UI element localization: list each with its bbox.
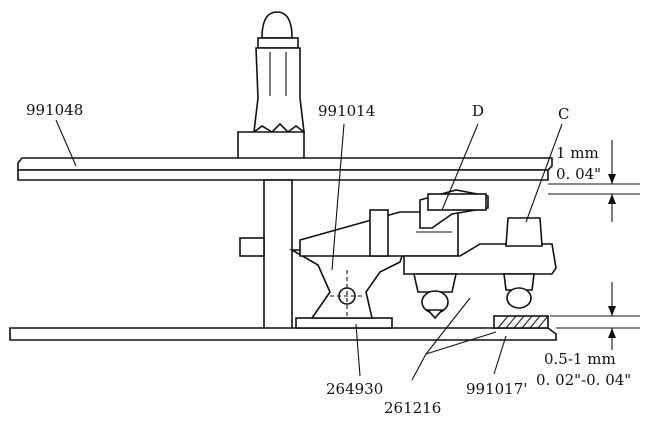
vertical-shaft: [239, 179, 293, 331]
label-c: C: [558, 105, 569, 123]
leader-lines: [55, 119, 563, 381]
base-plate: [9, 317, 557, 341]
bottom-gap-dimension: [550, 282, 640, 350]
top-gap-dimension: [548, 140, 640, 222]
ball-bearings: [413, 273, 535, 320]
label-991014: 991014: [318, 102, 375, 120]
label-d: D: [472, 102, 484, 120]
bracket-991014: [289, 249, 406, 319]
label-top-gap-in: 0. 04": [556, 165, 601, 183]
label-top-gap-mm: 1 mm: [556, 144, 599, 162]
lever-d: [299, 189, 557, 275]
label-bottom-gap-in: 0. 02"-0. 04": [536, 371, 631, 389]
label-261216: 261216: [384, 399, 441, 417]
hatched-block-991017: [493, 315, 549, 329]
label-bottom-gap-mm: 0.5-1 mm: [544, 350, 616, 368]
label-991017: 991017': [466, 380, 527, 398]
upper-plate: [17, 157, 553, 181]
label-264930: 264930: [326, 380, 383, 398]
label-991048: 991048: [26, 101, 83, 119]
top-knob: [237, 11, 306, 163]
